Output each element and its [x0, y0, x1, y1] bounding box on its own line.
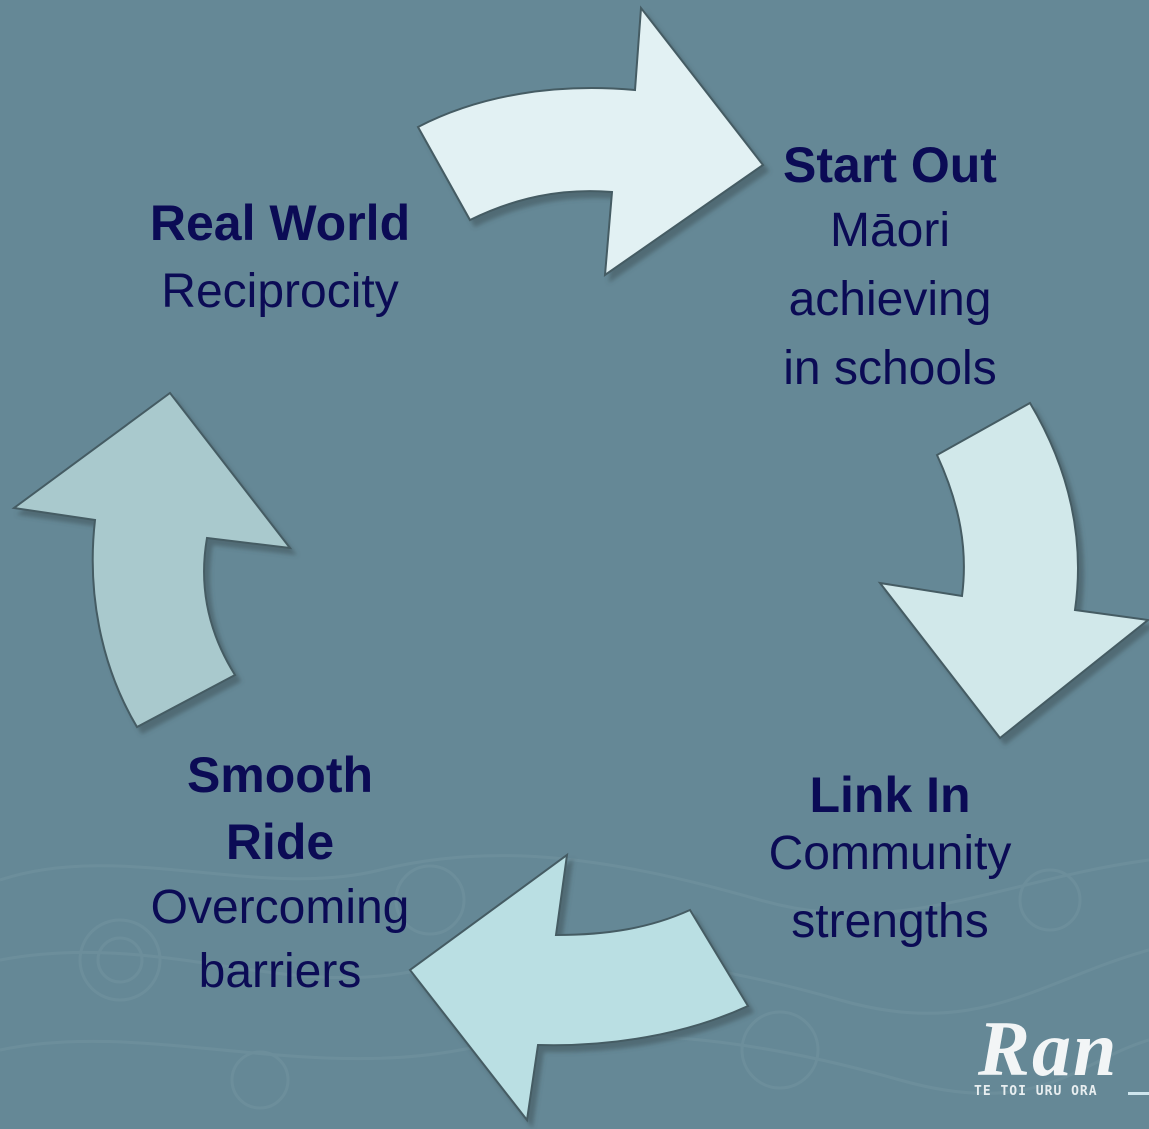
stage-real-world: Real World Reciprocity	[110, 198, 450, 316]
stage-smooth-ride: Smooth Ride Overcoming barriers	[120, 742, 440, 1004]
stage-smooth-ride-line: barriers	[198, 945, 362, 998]
stage-real-world-line: Reciprocity	[161, 265, 399, 318]
stage-link-in-line: Community	[768, 827, 1012, 880]
logo-line	[1128, 1092, 1149, 1095]
stage-start-out-line: in schools	[783, 342, 997, 395]
stage-start-out-title: Start Out	[783, 137, 997, 193]
stage-smooth-ride-title: Ride	[225, 814, 335, 870]
arrow-right-icon	[877, 401, 1149, 740]
stage-start-out: Start Out Māori achieving in schools	[730, 140, 1050, 403]
logo-mark: Ran	[978, 1005, 1119, 1092]
stage-real-world-title: Real World	[149, 195, 411, 251]
arrow-top-icon	[416, 5, 765, 278]
stage-start-out-line: Māori	[829, 204, 951, 257]
arrow-left-icon	[11, 391, 293, 729]
stage-start-out-line: achieving	[788, 273, 992, 326]
stage-link-in-title: Link In	[809, 767, 971, 823]
logo: Ran TE TOI URU ORA	[960, 998, 1149, 1129]
logo-tagline: TE TOI URU ORA	[974, 1084, 1098, 1099]
stage-smooth-ride-line: Overcoming	[150, 881, 410, 934]
arrow-bottom-icon	[408, 852, 750, 1123]
stage-link-in-line: strengths	[791, 895, 989, 948]
stage-smooth-ride-title: Smooth	[186, 747, 374, 803]
stage-link-in: Link In Community strengths	[740, 770, 1040, 956]
